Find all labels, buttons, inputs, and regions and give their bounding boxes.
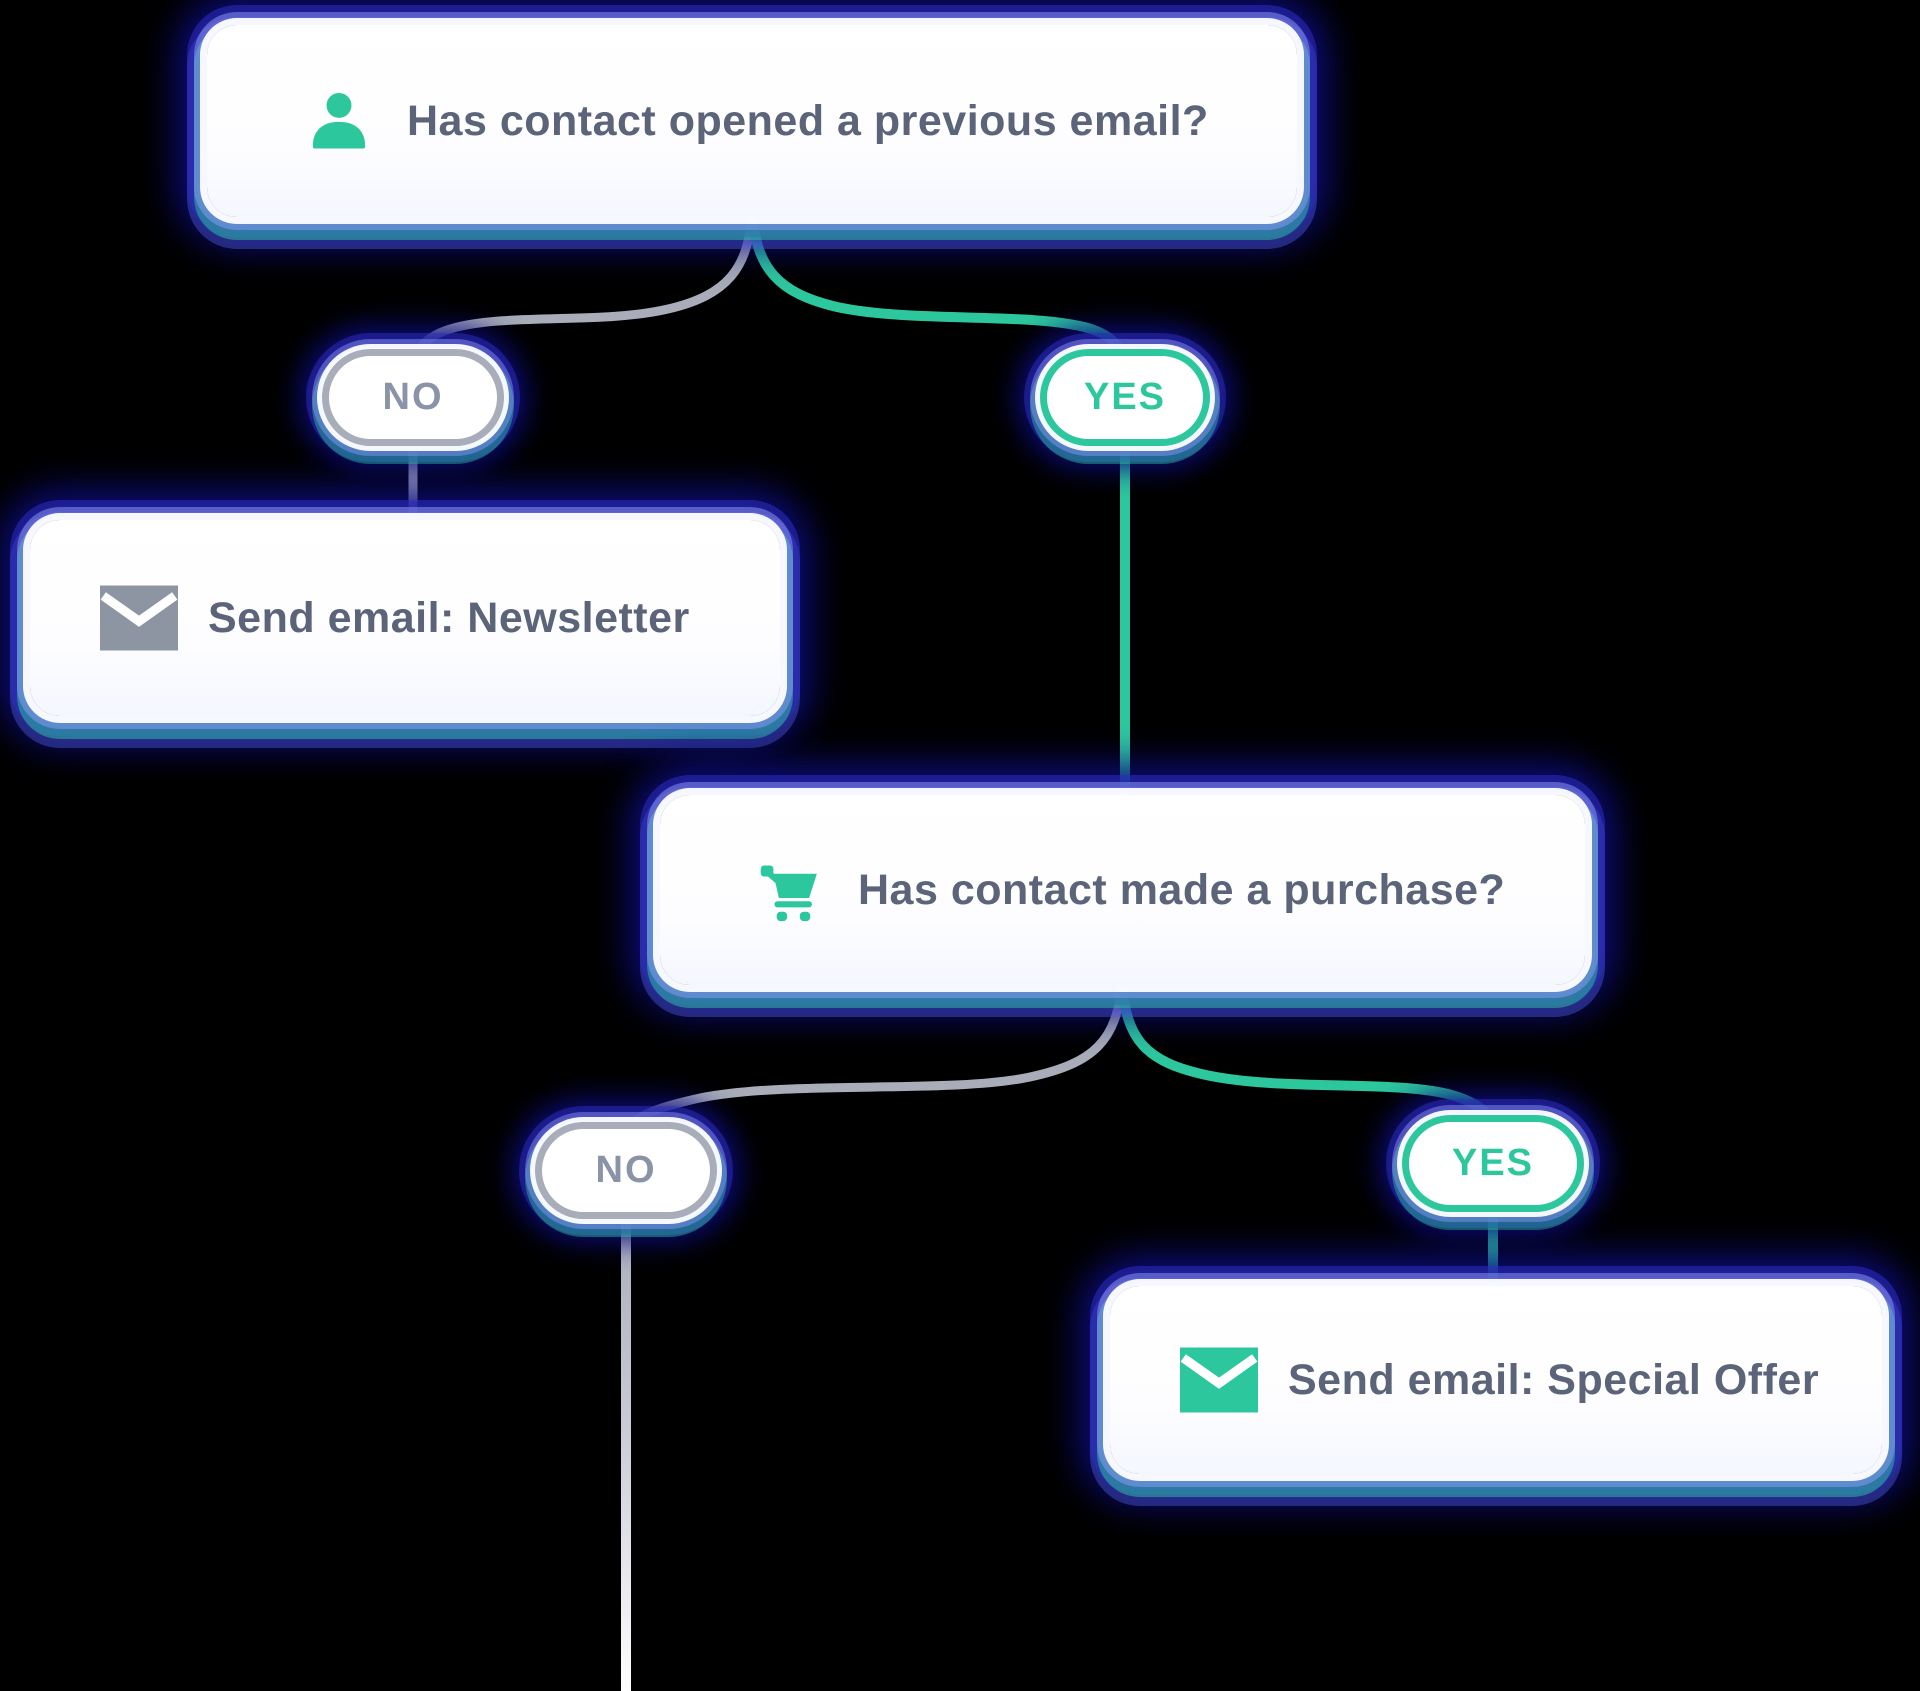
cart-icon	[758, 855, 824, 925]
branch2-yes-label: YES	[1451, 1142, 1535, 1184]
branch2-yes-pill[interactable]: YES	[1402, 1115, 1584, 1212]
branch2-no-label: NO	[595, 1149, 657, 1191]
person-icon	[305, 85, 373, 157]
question-label: Has contact opened a previous email?	[407, 96, 1209, 145]
branch1-no-label: NO	[382, 376, 444, 418]
action-label: Send email: Newsletter	[208, 593, 690, 642]
connector-q1-to-no	[408, 209, 757, 365]
email-icon	[100, 585, 178, 651]
branch1-yes-label: YES	[1083, 376, 1167, 418]
email-icon	[1180, 1347, 1258, 1413]
connector-no2-continue	[621, 1210, 631, 1691]
node-send-newsletter[interactable]: Send email: Newsletter	[30, 520, 780, 716]
branch1-no-pill[interactable]: NO	[322, 349, 504, 446]
connector-q2-to-no	[621, 977, 1127, 1135]
question-label: Has contact made a purchase?	[858, 865, 1506, 914]
action-label: Send email: Special Offer	[1288, 1355, 1820, 1404]
node-question-made-purchase[interactable]: Has contact made a purchase?	[660, 795, 1585, 985]
node-send-special-offer[interactable]: Send email: Special Offer	[1110, 1286, 1882, 1474]
node-question-opened-email[interactable]: Has contact opened a previous email?	[207, 25, 1297, 217]
connector-q1-to-yes	[747, 209, 1130, 365]
branch2-no-pill[interactable]: NO	[535, 1122, 717, 1219]
connector-q2-to-yes	[1117, 977, 1498, 1129]
branch1-yes-pill[interactable]: YES	[1040, 349, 1210, 446]
